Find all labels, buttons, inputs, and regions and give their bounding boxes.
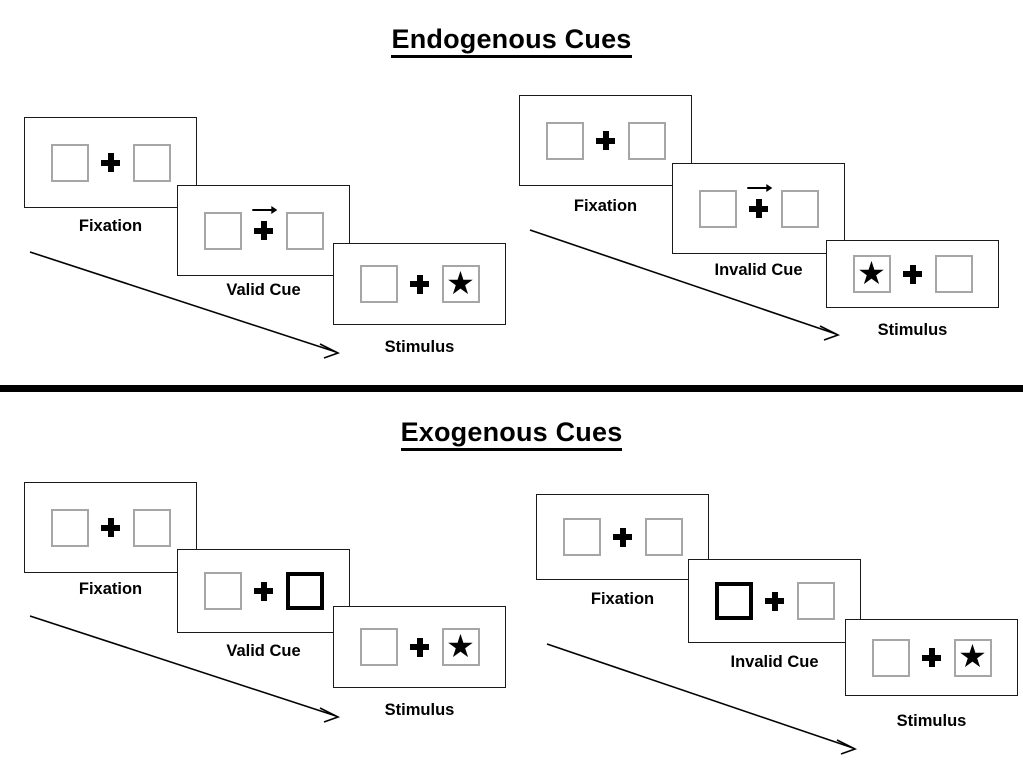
fixation-area	[601, 527, 645, 547]
trial-frame-exogenous-invalid-fixation	[536, 494, 709, 580]
trial-frame-exogenous-valid-cue	[177, 549, 350, 633]
fixation-area	[910, 648, 954, 667]
stage-caption-valid-cue: Valid Cue	[226, 642, 301, 660]
arrow-right-cue-icon	[746, 183, 773, 193]
target-box-left: ★	[852, 254, 891, 293]
arrow-right-cue-icon	[251, 205, 278, 215]
fixation-cross-icon	[903, 264, 922, 284]
fixation-cross-icon	[613, 527, 632, 547]
stage-caption-invalid-cue: Invalid Cue	[730, 653, 819, 671]
cued-box-right	[285, 572, 324, 610]
section-title-exogenous: Exogenous Cues	[0, 417, 1023, 451]
stage-caption-stimulus: Stimulus	[877, 321, 948, 339]
fixation-cross-icon	[254, 581, 273, 601]
fixation-cross-icon	[101, 518, 120, 537]
trial-frame-endogenous-invalid-stimulus: ★	[826, 240, 999, 308]
trial-frame-endogenous-valid-fixation	[24, 117, 197, 208]
cued-box-left	[714, 582, 753, 620]
stage-caption-stimulus: Stimulus	[384, 338, 455, 356]
fixation-cross-icon	[749, 199, 768, 218]
trial-frame-endogenous-invalid-cue	[672, 163, 845, 254]
trial-frame-endogenous-invalid-fixation	[519, 95, 692, 186]
trial-frame-exogenous-valid-stimulus: ★	[333, 606, 506, 688]
stage-caption-fixation: Fixation	[573, 197, 638, 215]
stage-caption-invalid-cue: Invalid Cue	[714, 261, 803, 279]
placeholder-box-right	[132, 508, 171, 547]
fixation-cross-icon	[922, 648, 941, 667]
placeholder-box-right	[644, 518, 683, 556]
star-target-icon: ★	[958, 638, 987, 674]
trial-frame-exogenous-invalid-cue	[688, 559, 861, 643]
placeholder-box-left	[203, 211, 242, 250]
trial-frame-endogenous-valid-cue	[177, 185, 350, 276]
fixation-cross-icon	[101, 153, 120, 172]
placeholder-box-right	[934, 255, 973, 293]
progression-arrow-endogenous-valid	[29, 251, 341, 359]
placeholder-box-left	[50, 143, 89, 182]
trial-frame-exogenous-invalid-stimulus: ★	[845, 619, 1018, 696]
fixation-area	[89, 153, 133, 172]
fixation-area	[584, 131, 628, 150]
stage-caption-stimulus: Stimulus	[896, 712, 967, 730]
fixation-area	[737, 184, 781, 218]
fixation-cross-icon	[596, 131, 615, 150]
section-title-exogenous-text: Exogenous Cues	[400, 417, 623, 451]
target-box-right: ★	[953, 638, 992, 677]
placeholder-box-left	[562, 518, 601, 556]
fixation-area	[242, 206, 286, 240]
placeholder-box-right	[627, 121, 666, 160]
placeholder-box-right	[796, 582, 835, 620]
placeholder-box-left	[359, 265, 398, 303]
progression-arrow-exogenous-valid	[29, 615, 341, 723]
placeholder-box-right	[780, 189, 819, 228]
section-divider	[0, 385, 1023, 392]
placeholder-box-left	[698, 189, 737, 228]
fixation-cross-icon	[410, 637, 429, 657]
fixation-area	[398, 637, 442, 657]
target-box-right: ★	[441, 627, 480, 666]
fixation-area	[242, 581, 286, 601]
stage-caption-fixation: Fixation	[78, 217, 143, 235]
placeholder-box-right	[285, 211, 324, 250]
star-target-icon: ★	[446, 264, 475, 301]
star-target-icon: ★	[446, 627, 475, 664]
fixation-area	[398, 274, 442, 294]
placeholder-box-left	[50, 508, 89, 547]
stage-caption-fixation: Fixation	[78, 580, 143, 598]
fixation-area	[89, 518, 133, 537]
section-title-endogenous-text: Endogenous Cues	[391, 24, 632, 58]
placeholder-box-left	[545, 121, 584, 160]
trial-frame-endogenous-valid-stimulus: ★	[333, 243, 506, 325]
placeholder-box-right	[132, 143, 171, 182]
target-box-right: ★	[441, 264, 480, 303]
stage-caption-stimulus: Stimulus	[384, 701, 455, 719]
placeholder-box-left	[871, 638, 910, 677]
stage-caption-valid-cue: Valid Cue	[226, 281, 301, 299]
progression-arrow-exogenous-invalid	[546, 643, 858, 755]
fixation-cross-icon	[254, 221, 273, 240]
fixation-cross-icon	[410, 274, 429, 294]
fixation-area	[753, 591, 797, 611]
fixation-area	[891, 264, 935, 284]
placeholder-box-left	[359, 628, 398, 666]
fixation-cross-icon	[765, 591, 784, 611]
trial-frame-exogenous-valid-fixation	[24, 482, 197, 573]
stage-caption-fixation: Fixation	[590, 590, 655, 608]
star-target-icon: ★	[857, 254, 886, 291]
placeholder-box-left	[203, 572, 242, 610]
section-title-endogenous: Endogenous Cues	[0, 24, 1023, 58]
progression-arrow-endogenous-invalid	[529, 229, 841, 341]
